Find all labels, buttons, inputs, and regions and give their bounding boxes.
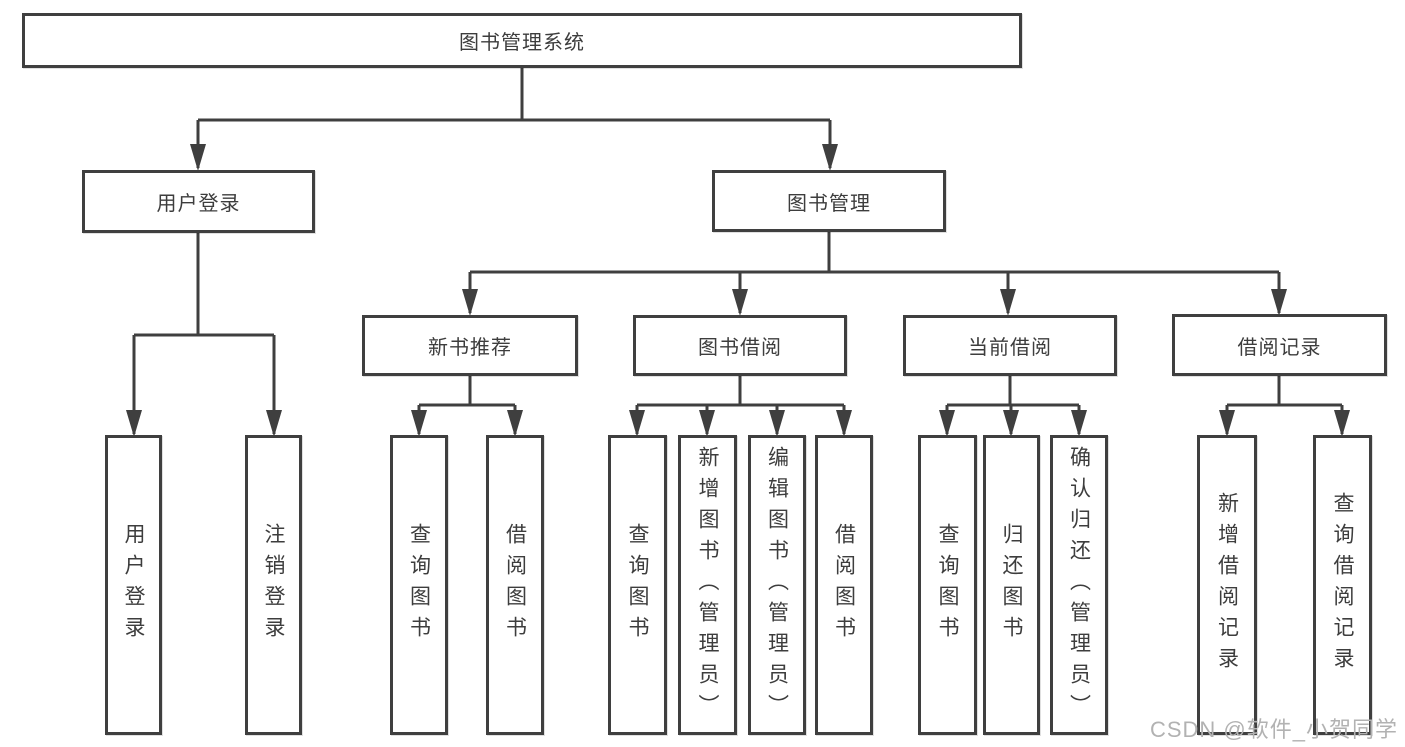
leaf-logout: 注销登录 — [245, 435, 302, 735]
leaf-confirm-return-admin: 确认归还（管理员） — [1050, 435, 1108, 735]
node-library-system: 图书管理系统 — [22, 13, 1022, 68]
leaf-return-books: 归还图书 — [983, 435, 1040, 735]
leaf-edit-books-admin: 编辑图书（管理员） — [748, 435, 806, 735]
leaf-add-borrow-record: 新增借阅记录 — [1197, 435, 1257, 735]
leaf-query-borrow-record: 查询借阅记录 — [1313, 435, 1372, 735]
node-borrow-records: 借阅记录 — [1172, 314, 1387, 376]
leaf-borrow-books: 借阅图书 — [815, 435, 873, 735]
node-book-management: 图书管理 — [712, 170, 946, 232]
leaf-current-query-books: 查询图书 — [918, 435, 977, 735]
leaf-user-login: 用户登录 — [105, 435, 162, 735]
node-user-login: 用户登录 — [82, 170, 315, 233]
csdn-watermark: CSDN @软件_小贺同学 — [1149, 717, 1398, 742]
leaf-recommend-query-books: 查询图书 — [390, 435, 448, 735]
node-current-borrow: 当前借阅 — [903, 315, 1117, 376]
leaf-add-books-admin: 新增图书（管理员） — [678, 435, 737, 735]
node-book-borrow: 图书借阅 — [633, 315, 847, 376]
leaf-recommend-borrow-books: 借阅图书 — [486, 435, 544, 735]
leaf-borrow-query-books: 查询图书 — [608, 435, 667, 735]
node-new-book-recommend: 新书推荐 — [362, 315, 578, 376]
